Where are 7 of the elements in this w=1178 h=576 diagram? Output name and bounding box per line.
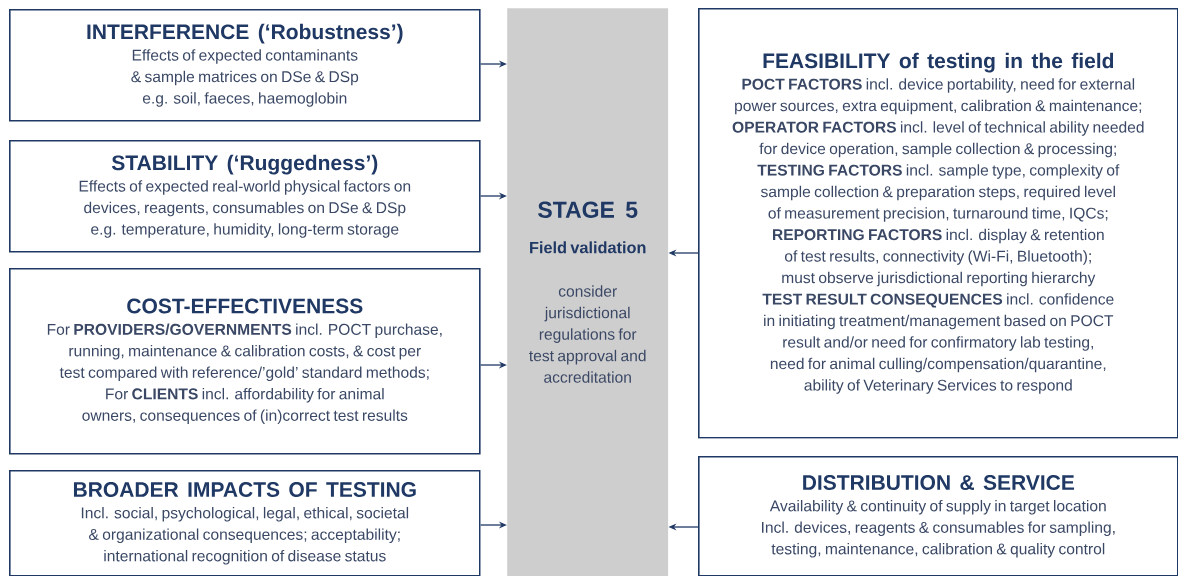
category-box: INTERFERENCE (‘Robustness’) Effects of expected contaminants & sample matrices on DSe & DSp e.g. soil, faeces, haemoglobin [9,9,481,122]
category-box: FEASIBILITY of testing in the field POCT FACTORS incl. device portability, need for external power sources, extra equipment, calibration & maintenance; OPERATOR FACTORS incl. level of technical ability needed for device operation, sample collection & processing; TESTING FACTORS incl. sample type, complexity of sample collection & preparation steps, required level of measurement precision, turnaround time, IQCs; REPORTING FACTORS incl. display & retention of test results, connectivity (Wi-Fi, Bluetooth); must observe jurisdictional reporting hierarchy TEST RESULT CONSEQUENCES incl. confidence in initiating treatment/management based on POCT result and/or need for confirmatory lab testing, need for animal culling/compensation/quarantine, ability of Veterinary Services to respond [698,8,1178,439]
category-box: BROADER IMPACTS OF TESTING Incl. social, psychological, legal, ethical, societal & organizational consequences; acceptability; international recognition of disease status [9,470,481,576]
category-box: DISTRIBUTION & SERVICE Availability & continuity of supply in target location Incl. devices, reagents & consumables for sampling, testing, maintenance, calibration & quality control [698,456,1178,576]
category-box: STABILITY (‘Ruggedness’) Effects of expected real-world physical factors on devices, reagents, consumables on DSe & DSp e.g. temperature, humidity, long-term storage [9,140,481,253]
category-box: COST-EFFECTIVENESS For PROVIDERS/GOVERNMENTS incl. POCT purchase, running, maintenance & calibration costs, & cost per test compared with reference/’gold’ standard methods; For CLIENTS incl. affordability for animal owners, consequences of (in)correct test results [9,268,481,455]
stage-panel: STAGE 5 Field validation consider jurisdictional regulations for test approval and accreditation [507,8,669,576]
